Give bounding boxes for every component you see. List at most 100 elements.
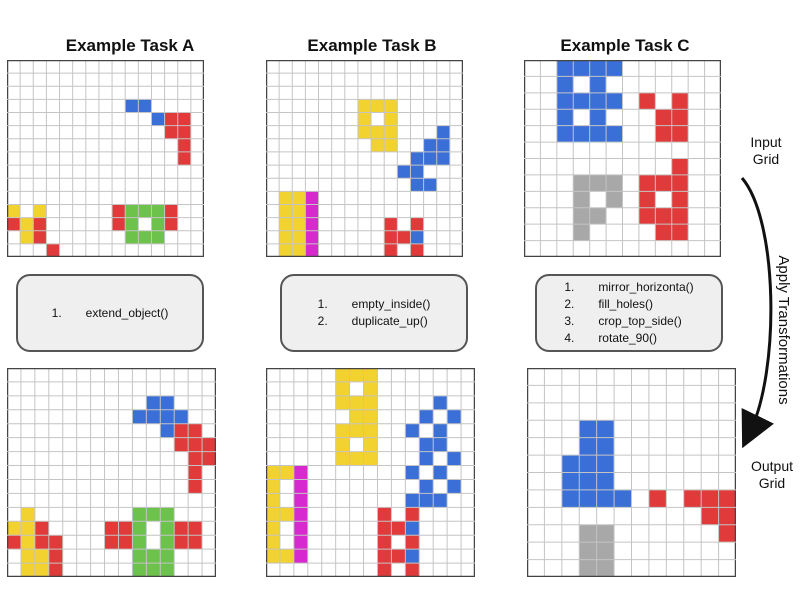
grid-cell-red [188, 423, 203, 438]
grid-cell-red [188, 465, 203, 480]
grid-cell-red [377, 507, 392, 522]
grid-cell-yellow [292, 243, 306, 257]
grid-cell-gray [579, 559, 597, 577]
grid-cell-blue [419, 409, 434, 424]
grid-cell-blue [436, 138, 450, 152]
grid-cell-gray [573, 191, 590, 208]
task-a-title: Example Task A [65, 36, 195, 55]
grid-cell-blue [423, 151, 437, 166]
grid-cell-yellow [266, 479, 280, 494]
grid-cell-blue [596, 489, 615, 508]
grid-cell-red [701, 507, 719, 525]
grid-cell-yellow [292, 191, 306, 205]
task-c-title: Example Task C [560, 36, 690, 55]
grid-cell-yellow [384, 138, 398, 152]
grid-cell-yellow [266, 535, 280, 550]
grid-cell-yellow [384, 112, 398, 126]
grid-cell-blue [151, 112, 165, 126]
grid-cell-blue [436, 151, 450, 166]
grid-cell-green [146, 507, 161, 522]
grid-cell-yellow [335, 368, 350, 382]
grid-cell-yellow [349, 395, 364, 410]
task-c-output-grid [527, 368, 736, 577]
grid-cell-blue [433, 493, 448, 508]
grid-cell-blue [561, 489, 580, 508]
grid-cell-gray [573, 224, 590, 241]
grid-cell-blue [596, 420, 615, 438]
grid-cell-yellow [266, 521, 280, 536]
grid-cell-yellow [20, 549, 35, 564]
grid-cell-yellow [33, 204, 47, 218]
grid-cell-red [34, 521, 49, 536]
grid-cell-yellow [34, 563, 49, 577]
grid-cell-green [132, 507, 147, 522]
grid-cell-red [384, 217, 398, 231]
grid-cell-red [7, 217, 21, 231]
grid-cell-blue [579, 472, 597, 490]
grid-cell-yellow [266, 507, 280, 522]
grid-cell-yellow [266, 549, 280, 564]
grid-cell-blue [419, 451, 434, 466]
grid-cell-red [671, 207, 689, 225]
grid-cell-red [718, 524, 736, 543]
grid-cell-red [655, 207, 672, 225]
grid-cell-red [391, 549, 406, 564]
grid-cell-red [638, 92, 656, 110]
grid-cell-magenta [305, 230, 319, 244]
grid-cell-blue [573, 125, 590, 143]
grid-cell-red [164, 217, 178, 231]
grid-cell-magenta [293, 535, 308, 550]
grid-cell-green [160, 521, 175, 536]
grid-cell-green [146, 549, 161, 564]
grid-cell-green [151, 217, 165, 231]
grid-cell-blue [596, 472, 615, 490]
grid-cell-green [132, 563, 147, 577]
grid-cell-red [33, 217, 47, 231]
grid-cell-blue [596, 437, 615, 456]
grid-cell-red [718, 507, 736, 525]
grid-cell-yellow [349, 368, 364, 382]
grid-cell-blue [397, 165, 411, 179]
input-grid-label-line1: Input [750, 134, 782, 150]
grid-cell-gray [579, 524, 597, 543]
task-a-steps-box: 1.extend_object() [16, 274, 204, 352]
grid-cell-red [655, 174, 672, 192]
grid-cell-magenta [305, 204, 319, 218]
step-item: 1.mirror_horizonta() [564, 279, 693, 296]
grid-cell-red [188, 535, 203, 550]
grid-cell-red [655, 224, 672, 241]
grid-cell-red [671, 158, 689, 175]
grid-cell-yellow [7, 521, 21, 536]
grid-cell-yellow [363, 409, 378, 424]
grid-cell-yellow [20, 217, 34, 231]
grid-cell-green [146, 563, 161, 577]
grid-cell-red [33, 230, 47, 244]
grid-cell-blue [419, 493, 434, 508]
grid-cell-red [405, 507, 420, 522]
grid-cell-yellow [363, 381, 378, 396]
step-label: empty_inside() [351, 297, 431, 311]
grid-cell-red [7, 535, 21, 550]
grid-cell-yellow [384, 99, 398, 113]
grid-cell-blue [410, 151, 424, 166]
grid-cell-red [655, 125, 672, 143]
grid-cell-blue [447, 409, 462, 424]
grid-cell-green [138, 230, 152, 244]
grid-cell-gray [596, 524, 615, 543]
grid-cell-blue [160, 395, 175, 410]
grid-cell-blue [405, 465, 420, 480]
grid-cell-yellow [349, 451, 364, 466]
grid-cell-blue [423, 178, 437, 192]
grid-cell-blue [433, 423, 448, 438]
grid-cell-magenta [293, 493, 308, 508]
grid-cell-yellow [20, 521, 35, 536]
grid-cell-red [118, 521, 133, 536]
grid-cell-blue [419, 437, 434, 452]
step-label: extend_object() [85, 305, 169, 320]
grid-cell-green [160, 563, 175, 577]
grid-cell-yellow [279, 507, 294, 522]
grid-cell-green [160, 549, 175, 564]
grid-cell-blue [589, 125, 607, 143]
grid-cell-magenta [293, 479, 308, 494]
grid-cell-yellow [279, 465, 294, 480]
